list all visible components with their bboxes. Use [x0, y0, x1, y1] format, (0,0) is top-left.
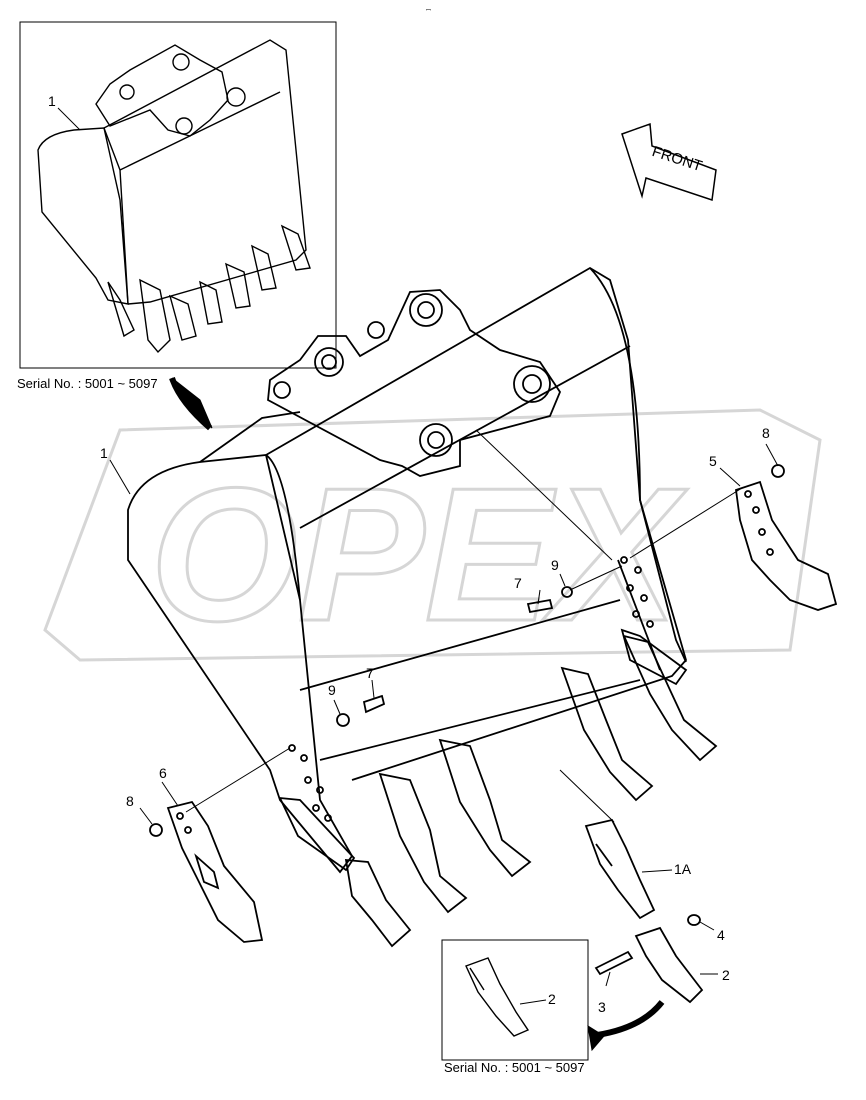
main-bucket-drawing: [127, 266, 838, 1004]
callout-5: 5: [709, 453, 717, 469]
callout-9-right: 9: [551, 557, 559, 573]
callout-4: 4: [717, 927, 725, 943]
callout-1a: 1A: [674, 861, 692, 877]
callout-9-left: 9: [328, 682, 336, 698]
callout-2: 2: [722, 967, 730, 983]
callout-8-left: 8: [126, 793, 134, 809]
inset-top-serial: Serial No. : 5001 ~ 5097: [17, 376, 158, 391]
callout-6: 6: [159, 765, 167, 781]
leader-lines: [109, 429, 779, 987]
inset-bottom-callout: 2: [548, 991, 556, 1007]
inset-tooth-drawing: [465, 957, 530, 1037]
callout-8-right: 8: [762, 425, 770, 441]
header-mark: ꟷ: [426, 8, 431, 14]
inset-bottom-serial: Serial No. : 5001 ~ 5097: [444, 1060, 585, 1075]
inset-top: 1: [19, 21, 337, 369]
inset-top-callout: 1: [48, 93, 56, 109]
inset-bottom: 2: [441, 939, 589, 1061]
front-direction-arrow: FRONT: [621, 122, 717, 201]
watermark-text: OPEX: [150, 449, 688, 661]
callout-7-left: 7: [366, 665, 374, 681]
callout-7-right: 7: [514, 575, 522, 591]
callout-1: 1: [100, 445, 108, 461]
callout-3: 3: [598, 999, 606, 1015]
inset-bucket-drawing: [37, 39, 311, 354]
watermark: OPEX: [43, 408, 822, 663]
